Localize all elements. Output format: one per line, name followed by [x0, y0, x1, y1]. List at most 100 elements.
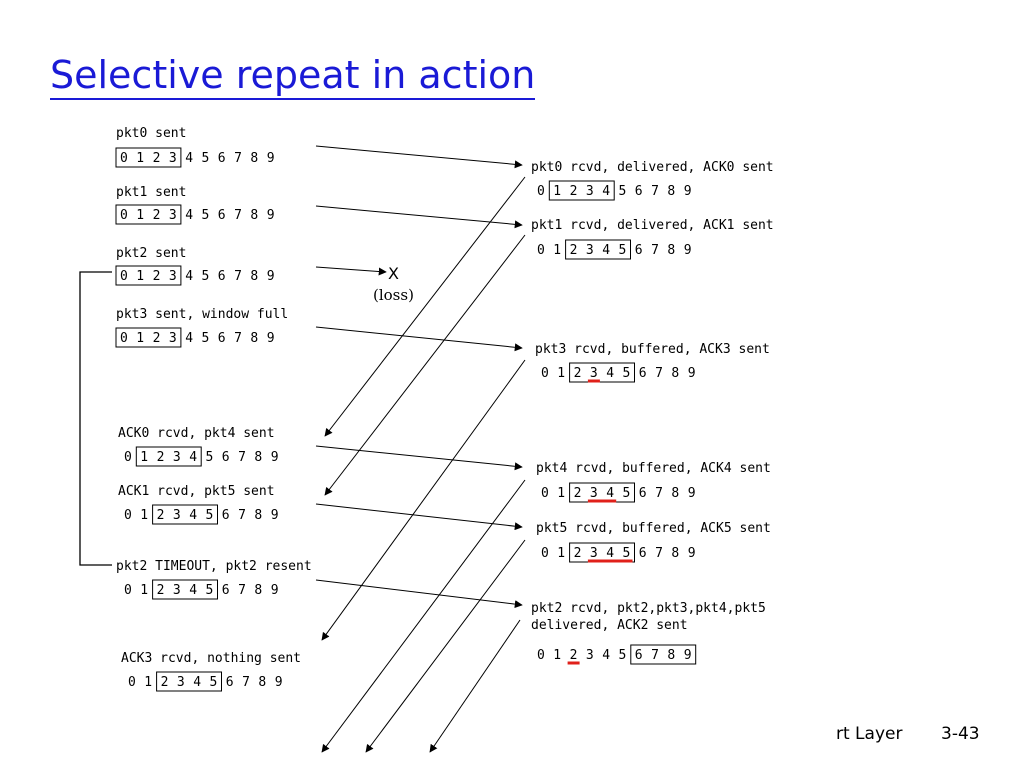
- sender-event-label: ACK3 rcvd, nothing sent: [121, 651, 301, 666]
- ack2-arrow: [429, 619, 521, 753]
- seq-number: 5: [619, 648, 627, 663]
- seq-number: 3: [169, 208, 177, 223]
- seq-number: 7: [651, 184, 659, 199]
- seq-number: 2: [574, 366, 582, 381]
- seq-number: 8: [250, 331, 258, 346]
- seq-number: 4: [189, 583, 197, 598]
- seq-number: 8: [254, 508, 262, 523]
- seq-number: 1: [557, 366, 565, 381]
- seq-number: 9: [271, 450, 279, 465]
- seq-number: 8: [254, 583, 262, 598]
- seq-number: 4: [185, 331, 193, 346]
- seq-number: 7: [234, 151, 242, 166]
- receiver-event-label: pkt0 rcvd, delivered, ACK0 sent: [531, 160, 774, 175]
- seq-number: 1: [557, 486, 565, 501]
- seq-number: 9: [684, 184, 692, 199]
- seq-number: 4: [189, 508, 197, 523]
- seq-number: 1: [553, 648, 561, 663]
- seq-number: 6: [222, 450, 230, 465]
- seq-number: 1: [553, 243, 561, 258]
- seq-number: 3: [173, 583, 181, 598]
- seq-number: 6: [218, 151, 226, 166]
- seq-number: 3: [177, 675, 185, 690]
- seq-number: 3: [590, 546, 598, 561]
- seq-number: 0: [541, 546, 549, 561]
- seq-number: 8: [671, 366, 679, 381]
- seq-number: 3: [590, 366, 598, 381]
- seq-number: 9: [684, 243, 692, 258]
- seq-number: 9: [267, 208, 275, 223]
- seq-number: 1: [140, 450, 148, 465]
- seq-number: 5: [202, 151, 210, 166]
- seq-number: 2: [157, 508, 165, 523]
- loss-label: (loss): [373, 286, 414, 304]
- seq-number: 3: [173, 508, 181, 523]
- window-box: [115, 327, 182, 348]
- seq-number: 7: [655, 546, 663, 561]
- seq-number: 0: [124, 583, 132, 598]
- slide-title: Selective repeat in action: [50, 52, 536, 100]
- seq-number: 5: [206, 450, 214, 465]
- ack5-arrow: [365, 539, 526, 753]
- seq-number: 3: [586, 184, 594, 199]
- ack3-arrow: [321, 359, 526, 641]
- sender-event-label: ACK1 rcvd, pkt5 sent: [118, 484, 275, 499]
- seq-number: 3: [590, 486, 598, 501]
- seq-number: 7: [238, 450, 246, 465]
- seq-number: 6: [222, 583, 230, 598]
- sender-event-label: pkt3 sent, window full: [116, 307, 288, 322]
- receiver-event-label: pkt4 rcvd, buffered, ACK4 sent: [536, 461, 771, 476]
- window-box: [565, 239, 631, 260]
- seq-number: 0: [537, 184, 545, 199]
- seq-number: 9: [688, 366, 696, 381]
- seq-number: 0: [124, 450, 132, 465]
- seq-number: 9: [688, 546, 696, 561]
- seq-number: 0: [128, 675, 136, 690]
- sender-event-label: pkt1 sent: [116, 185, 186, 200]
- seq-number: 8: [671, 486, 679, 501]
- seq-number: 5: [210, 675, 218, 690]
- ack0-arrow: [324, 176, 526, 437]
- window-box: [115, 204, 182, 225]
- seq-number: 4: [602, 243, 610, 258]
- seq-number: 5: [202, 331, 210, 346]
- window-box: [630, 644, 697, 665]
- seq-number: 5: [623, 486, 631, 501]
- seq-number: 3: [586, 243, 594, 258]
- seq-number: 6: [226, 675, 234, 690]
- sender-event-label: pkt0 sent: [116, 126, 186, 141]
- seq-number: 9: [267, 269, 275, 284]
- seq-number: 2: [153, 269, 161, 284]
- seq-number: 6: [635, 648, 643, 663]
- window-box: [135, 446, 202, 467]
- seq-number: 0: [120, 151, 128, 166]
- seq-number: 6: [635, 243, 643, 258]
- seq-number: 6: [639, 366, 647, 381]
- window-box: [548, 180, 615, 201]
- pkt0-arrow: [315, 145, 523, 169]
- seq-number: 4: [185, 208, 193, 223]
- seq-number: 3: [586, 648, 594, 663]
- seq-number: 5: [623, 546, 631, 561]
- seq-number: 7: [651, 648, 659, 663]
- seq-number: 1: [553, 184, 561, 199]
- seq-number: 1: [557, 546, 565, 561]
- seq-number: 9: [271, 508, 279, 523]
- window-box: [152, 579, 219, 600]
- seq-number: 2: [570, 648, 578, 663]
- footer-page-number: 3-43: [941, 724, 980, 744]
- ack1-arrow: [324, 234, 526, 496]
- seq-number: 7: [234, 331, 242, 346]
- window-box: [152, 504, 219, 525]
- seq-number: 2: [574, 546, 582, 561]
- window-box: [115, 265, 182, 286]
